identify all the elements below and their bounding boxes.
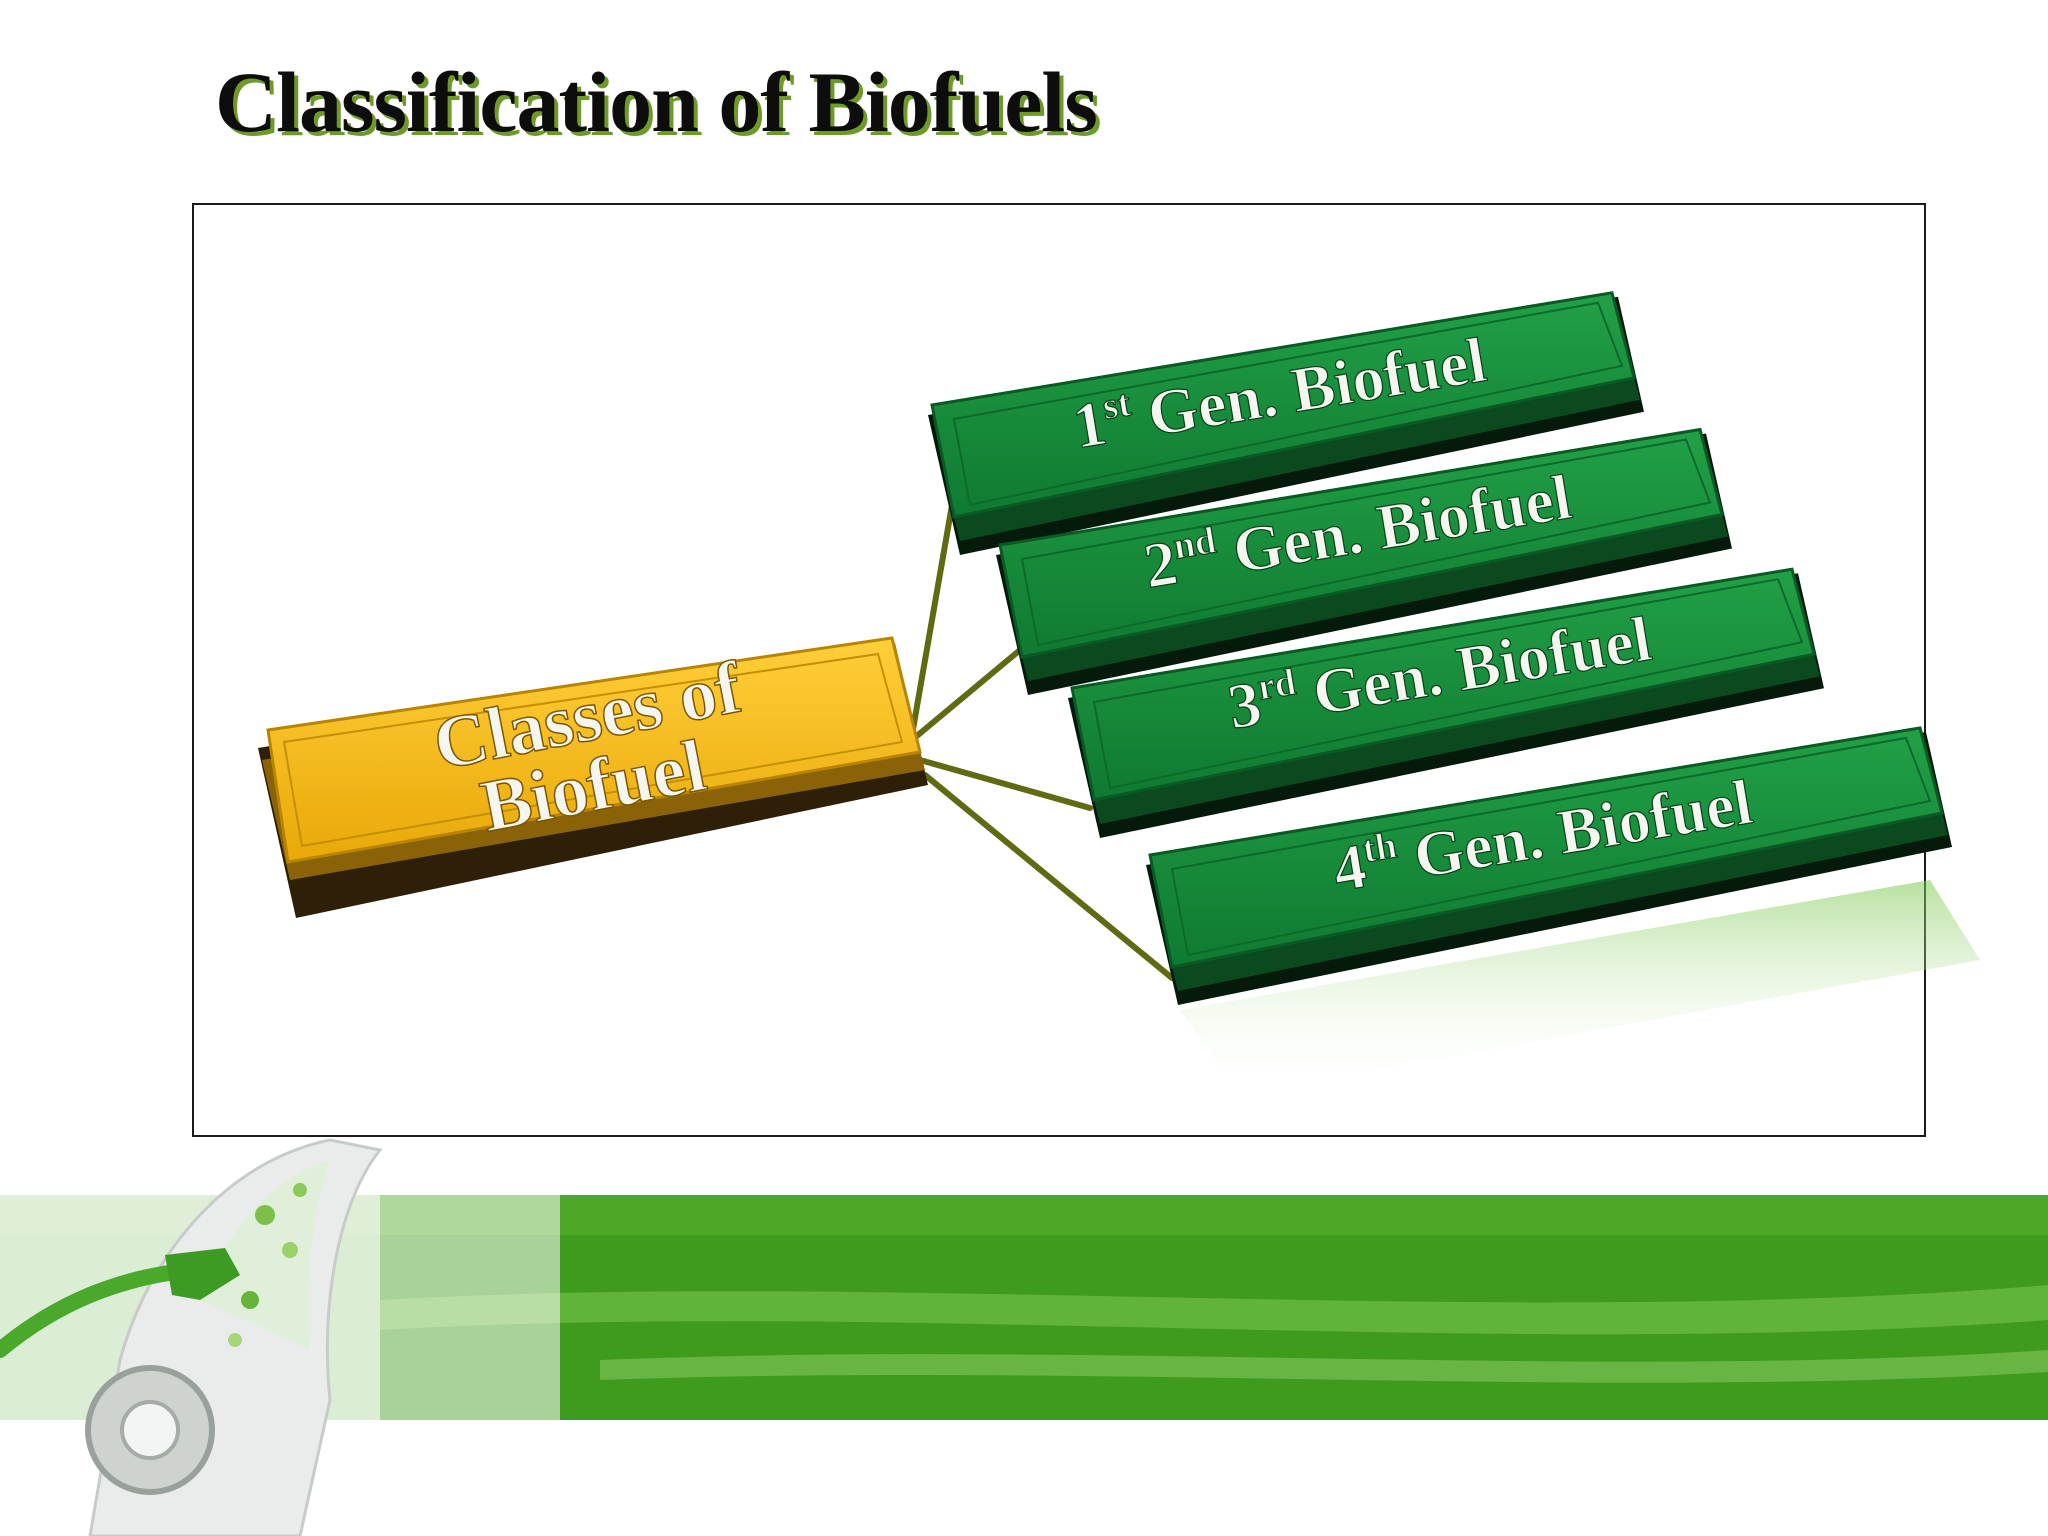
root-block-top [266, 636, 922, 864]
branch-block-side [1172, 812, 1948, 991]
car-window [200, 1160, 330, 1350]
branch-label-ordinal: th [1360, 824, 1400, 871]
fuel-nozzle-icon [165, 1248, 240, 1300]
leaf-icon [255, 1205, 275, 1225]
branch-block-inset [1170, 736, 1932, 957]
leaf-icon [241, 1291, 259, 1309]
branch-block-side [954, 377, 1640, 541]
branch-block-inset [952, 301, 1624, 507]
branch-block-inset [1092, 578, 1804, 790]
branch-block-side [1094, 654, 1820, 824]
branch-block-4: 4th Gen. Biofuel [1146, 726, 1952, 1005]
leaf-icon [228, 1333, 242, 1347]
connector-1 [909, 502, 955, 738]
leaf-icon [293, 1183, 307, 1197]
connector-4 [922, 772, 1175, 981]
branch-label-ordinal: nd [1170, 519, 1219, 567]
branch-block-top [1070, 567, 1816, 802]
fuel-hose [0, 1264, 183, 1358]
connector-3 [917, 757, 1093, 811]
root-block-inset [282, 652, 904, 848]
branch-block-side [1022, 514, 1728, 681]
branch-block-top [1148, 726, 1944, 969]
branch-label-ordinal: rd [1254, 661, 1298, 709]
block-glow [1180, 880, 1980, 1095]
connectors [909, 502, 1175, 981]
branch-block-top [998, 427, 1724, 659]
branch-block-top [930, 291, 1636, 519]
slide-title: Classification of Biofuels [215, 54, 1098, 150]
branch-block-inset [1020, 438, 1712, 647]
root-block: Classes of Biofuel [258, 636, 928, 918]
leaf-icon [282, 1242, 298, 1258]
connector-2 [909, 647, 1023, 743]
car-illustration [0, 1138, 383, 1536]
car-wheel-hub [120, 1400, 180, 1460]
